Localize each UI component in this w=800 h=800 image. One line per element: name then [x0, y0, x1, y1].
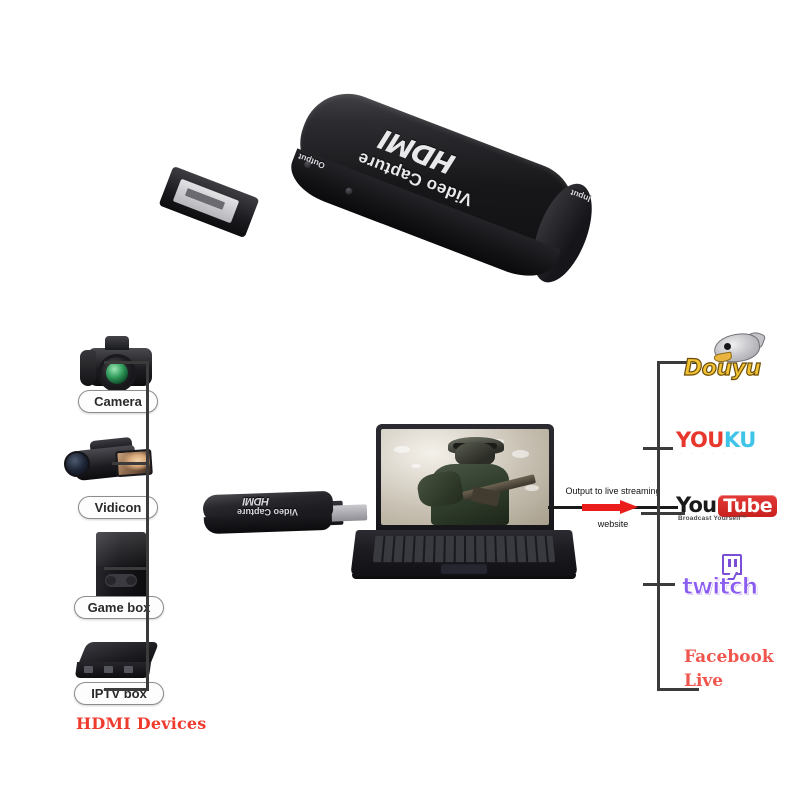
youku-subtext: · · · · · ·	[680, 451, 739, 457]
platform-logo-douyu: Douyu	[683, 329, 784, 390]
right-bracket-branch-douyu	[657, 361, 699, 364]
left-bracket-spine	[146, 361, 149, 691]
source-label-game-box: Game box	[74, 596, 164, 619]
output-callout: Output to live streaming website	[548, 486, 678, 542]
left-bracket-branch-vidicon	[112, 462, 149, 465]
facebook-live-line-2: Live	[684, 671, 724, 691]
platform-logo-facebook-live: Facebook Live	[684, 645, 794, 701]
source-label-iptv-box: IPTV box	[74, 682, 164, 705]
right-bracket-spine	[657, 361, 660, 691]
game-console-icon	[78, 528, 164, 612]
hero-product-body: HDMI Video Capture Input Output	[275, 80, 604, 309]
youtube-wordmark-part1: You	[676, 493, 717, 517]
right-bracket-branch-youtube	[641, 512, 685, 515]
camcorder-icon	[60, 432, 162, 488]
facebook-live-line-1: Facebook	[684, 647, 774, 667]
douyu-wordmark: Douyu	[683, 355, 761, 381]
left-bracket-branch-game-box	[104, 567, 149, 570]
laptop-lid	[376, 424, 554, 532]
youku-wordmark-part2: KU	[723, 428, 756, 452]
set-top-box-icon	[74, 634, 166, 686]
laptop-keyboard	[372, 535, 556, 563]
mini-product-name: Video Capture	[237, 507, 298, 517]
callout-red-arrow	[582, 500, 638, 514]
laptop-base	[350, 530, 578, 578]
youtube-wordmark-part2: Tube	[718, 495, 778, 517]
laptop-foot	[352, 574, 576, 579]
platform-logo-youku: YOUKU · · · · · ·	[676, 428, 786, 464]
callout-line-2: website	[597, 519, 629, 529]
twitch-wordmark: twitch	[681, 574, 758, 601]
left-bracket-branch-iptv-box	[104, 688, 149, 691]
right-bracket-branch-facebook-live	[657, 688, 699, 691]
youtube-tagline: Broadcast Yourself™	[678, 515, 748, 522]
callout-line-1: Output to live streaming	[565, 486, 661, 496]
right-bracket-branch-twitch	[643, 583, 675, 586]
laptop-screen	[381, 429, 549, 525]
right-bracket-branch-youku	[643, 447, 673, 450]
left-bracket-branch-camera	[104, 361, 149, 364]
hero-product-image: HDMI Video Capture Input Output	[158, 80, 625, 325]
source-label-vidicon: Vidicon	[78, 496, 158, 519]
source-label-camera: Camera	[78, 390, 158, 413]
sources-group-label: HDMI Devices	[76, 714, 207, 733]
laptop-trackpad	[440, 564, 488, 574]
youku-wordmark-part1: YOU	[676, 428, 724, 452]
dslr-camera-icon	[78, 334, 162, 396]
platform-logo-twitch: twitch	[681, 554, 786, 604]
mini-hdmi-wordmark: HDMI	[243, 495, 270, 507]
laptop-icon	[348, 424, 578, 604]
douyu-eye-icon	[724, 343, 731, 350]
